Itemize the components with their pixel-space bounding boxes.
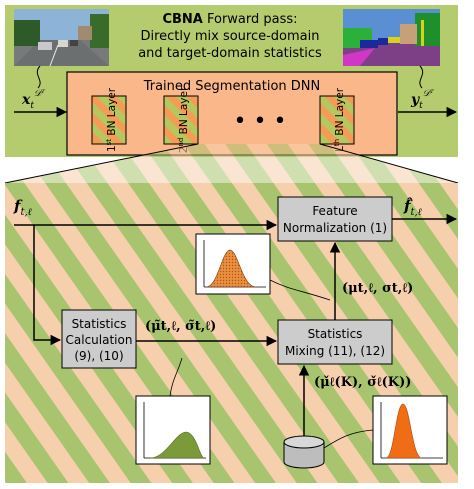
- statistics-mixing-box: [277, 319, 393, 365]
- source-stats-label: (μ̌ℓ(K), σ̌ℓ(K)): [314, 375, 411, 390]
- target-stats-label: (μ̃t,ℓ, σ̃t,ℓ): [145, 319, 216, 334]
- target-distribution-plot: [135, 395, 211, 465]
- bn-layer-L: Lth BN Layer: [319, 87, 355, 152]
- street-scene-photo: [14, 9, 109, 67]
- mixed-stats-label: (μt,ℓ, σt,ℓ): [342, 281, 413, 296]
- output-feature-label: f̂t,ℓ: [403, 197, 422, 218]
- database-icon: [283, 435, 325, 469]
- dnn-title: Trained Segmentation DNN: [143, 79, 321, 94]
- segmentation-map: [343, 9, 440, 66]
- statistics-calculation-box: [61, 309, 137, 369]
- source-plot-connector: [323, 429, 374, 449]
- mixed-plot-connector: [269, 279, 331, 301]
- layers-ellipsis: • • •: [234, 109, 287, 134]
- zoom-trapezoid: [5, 144, 458, 183]
- header-line3: and target-domain statistics: [138, 46, 322, 61]
- svg-text:1st BN Layer: 1st BN Layer: [105, 87, 118, 152]
- branch-arrow: [33, 225, 62, 346]
- dnn-output-label: yt𝒟ᵀ: [410, 89, 435, 111]
- bn-layer-2: 2nd BN Layer: [163, 86, 199, 153]
- bn-layer-1: 1st BN Layer: [91, 87, 127, 152]
- feature-norm-line1: Feature: [312, 204, 357, 218]
- seg-connector: [419, 65, 424, 89]
- svg-text:Lth BN Layer: Lth BN Layer: [333, 87, 346, 152]
- target-plot-connector: [169, 357, 183, 397]
- mixed-distribution-plot: [195, 233, 271, 295]
- input-feature-label: ft,ℓ: [13, 197, 32, 218]
- stats-calc-line2: Calculation: [66, 333, 133, 347]
- stats-calc-line1: Statistics: [72, 317, 127, 331]
- source-distribution-plot: [372, 395, 448, 465]
- stats-mix-line2: Mixing (11), (12): [285, 344, 385, 358]
- zoom-line-right: [319, 143, 459, 184]
- stats-calc-line3: (9), (10): [74, 349, 123, 363]
- feature-norm-line2: Normalization (1): [283, 221, 387, 235]
- feature-normalization-box: [277, 196, 393, 242]
- stats-mix-line1: Statistics: [308, 327, 363, 341]
- header-title-rest: Forward pass:: [203, 12, 298, 27]
- zoom-line-left: [4, 143, 199, 184]
- header-line2: Directly mix source-domain: [140, 29, 319, 44]
- svg-text:CBNA Forward pass:: CBNA Forward pass:: [162, 12, 297, 27]
- header-title-bold: CBNA: [162, 12, 202, 27]
- dnn-input-label: xt𝒟ᵀ: [21, 89, 46, 111]
- photo-connector: [36, 65, 41, 89]
